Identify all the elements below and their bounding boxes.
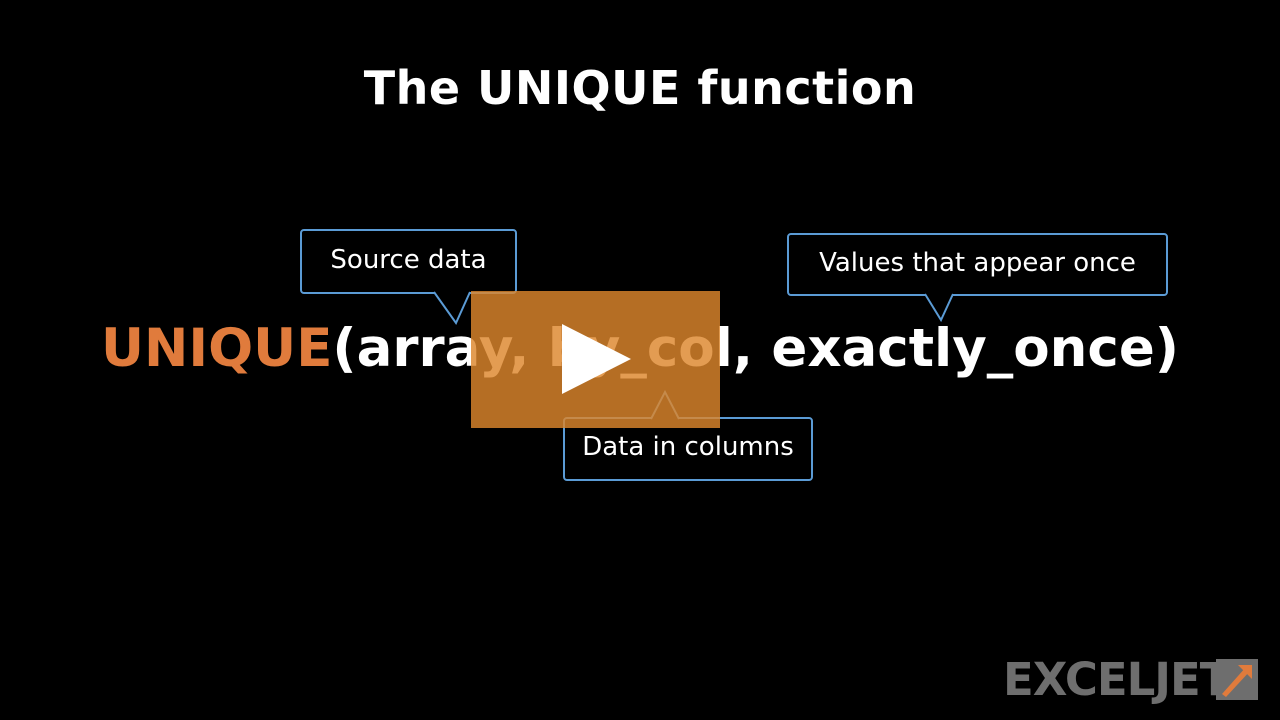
formula-open-paren: ( [332,318,357,379]
formula-close-paren: ) [1154,318,1180,379]
callout-label: Source data [330,245,487,275]
callout-label: Data in columns [582,432,794,462]
slide-title: The UNIQUE function [363,61,917,115]
callout-source-data: Source data [300,229,517,326]
play-icon [562,324,631,394]
callout-label: Values that appear once [819,248,1136,278]
play-button[interactable] [471,291,720,428]
callout-pointer [433,291,471,326]
exceljet-logo-icon [1216,659,1258,700]
callout-values-once: Values that appear once [787,233,1168,323]
exceljet-logo-text: EXCELJET [1003,653,1230,706]
callout-pointer [924,293,954,323]
formula-function-name: UNIQUE [100,318,333,379]
